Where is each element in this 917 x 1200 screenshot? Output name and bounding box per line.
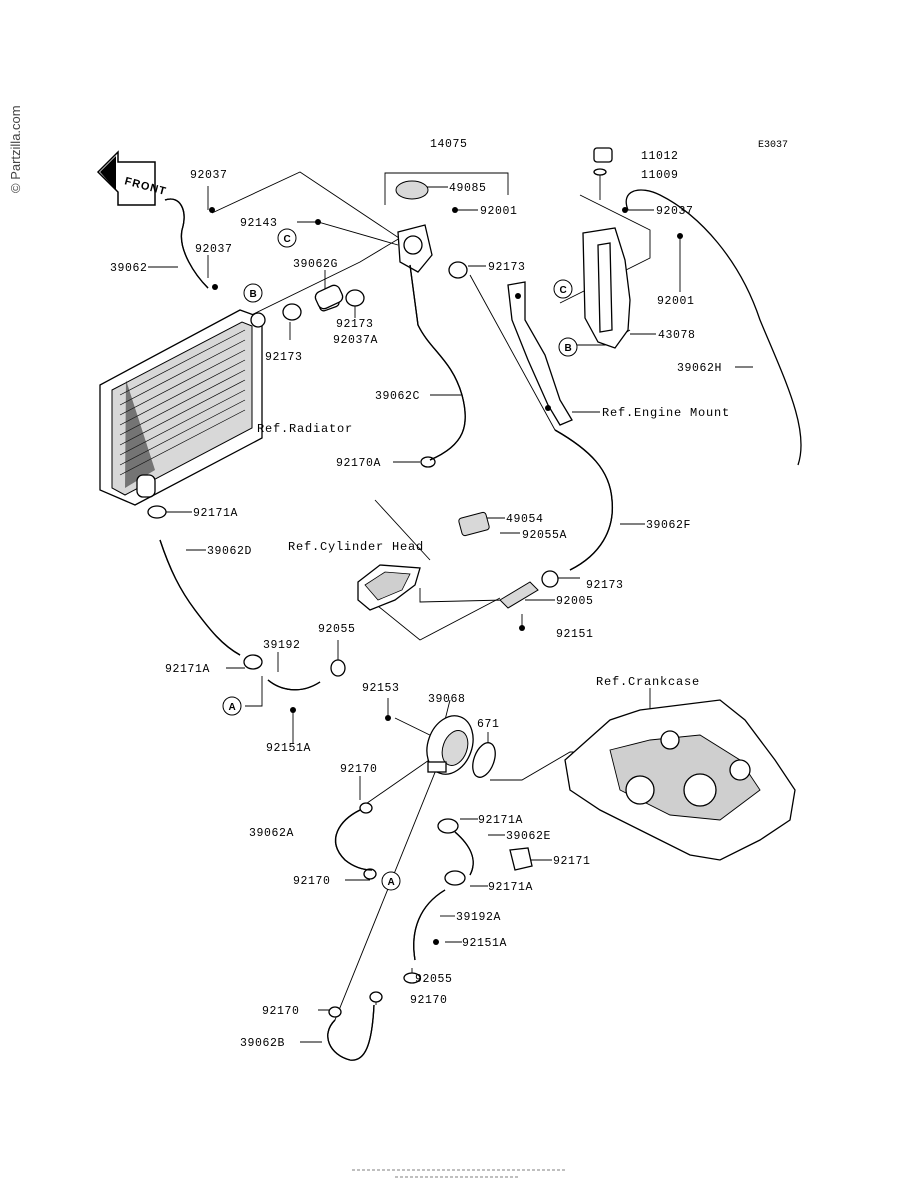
marker-b-label: B bbox=[250, 289, 257, 300]
label-92037-right: 92037 bbox=[656, 205, 694, 218]
label-14075: 14075 bbox=[430, 138, 468, 151]
reservoir-tank bbox=[582, 147, 631, 349]
radiator bbox=[99, 309, 266, 506]
label-92171A-mid: 92171A bbox=[165, 663, 210, 676]
watermark: © Partzilla.com bbox=[8, 105, 23, 193]
label-671: 671 bbox=[477, 718, 500, 731]
label-92001-right: 92001 bbox=[657, 295, 695, 308]
label-92151A-left: 92151A bbox=[266, 742, 311, 755]
label-92151A-lower: 92151A bbox=[462, 937, 507, 950]
label-92170-upper: 92170 bbox=[340, 763, 378, 776]
label-92005: 92005 bbox=[556, 595, 594, 608]
small-parts bbox=[147, 207, 683, 1018]
marker-c-right: C bbox=[553, 279, 573, 299]
marker-c-top: C bbox=[277, 228, 297, 248]
ref-crankcase: Ref.Crankcase bbox=[596, 675, 700, 689]
label-39062F: 39062F bbox=[646, 519, 691, 532]
ref-engine-mount: Ref.Engine Mount bbox=[602, 406, 730, 420]
marker-a-left-label: A bbox=[229, 702, 236, 713]
label-92171: 92171 bbox=[553, 855, 591, 868]
cylinder-head bbox=[357, 564, 421, 611]
label-39062D: 39062D bbox=[207, 545, 252, 558]
label-39062C: 39062C bbox=[375, 390, 420, 403]
label-92173-mid: 92173 bbox=[336, 318, 374, 331]
label-92001-top: 92001 bbox=[480, 205, 518, 218]
label-39062B: 39062B bbox=[240, 1037, 285, 1050]
label-92170-lower-left: 92170 bbox=[262, 1005, 300, 1018]
label-43078: 43078 bbox=[658, 329, 696, 342]
label-92055-upper: 92055 bbox=[318, 623, 356, 636]
label-92170-lower-right: 92170 bbox=[410, 994, 448, 1007]
label-92173-top: 92173 bbox=[488, 261, 526, 274]
label-39062G: 39062G bbox=[293, 258, 338, 271]
label-39192A: 39192A bbox=[456, 911, 501, 924]
label-92037-mid: 92037 bbox=[195, 243, 233, 256]
label-92170A: 92170A bbox=[336, 457, 381, 470]
label-92171A-lower: 92171A bbox=[488, 881, 533, 894]
footer-fine-print bbox=[352, 1169, 565, 1178]
hoses bbox=[159, 189, 802, 1061]
label-92170-mid: 92170 bbox=[293, 875, 331, 888]
label-92055A: 92055A bbox=[522, 529, 567, 542]
label-92153: 92153 bbox=[362, 682, 400, 695]
reference-labels: Ref.Radiator Ref.Engine Mount Ref.Cylind… bbox=[257, 406, 730, 689]
ref-radiator: Ref.Radiator bbox=[257, 422, 353, 436]
crankcase bbox=[564, 699, 796, 861]
label-92037A: 92037A bbox=[333, 334, 378, 347]
label-92037-top: 92037 bbox=[190, 169, 228, 182]
marker-a-bottom-label: A bbox=[388, 877, 395, 888]
part-labels: 14075 49085 92001 92037 92143 92037 3906… bbox=[110, 138, 722, 1050]
label-39062A: 39062A bbox=[249, 827, 294, 840]
label-92171A-top: 92171A bbox=[193, 507, 238, 520]
marker-a-bottom: A bbox=[381, 871, 401, 891]
label-92055-lower: 92055 bbox=[415, 973, 453, 986]
front-arrow-icon: FRONT bbox=[96, 150, 168, 206]
diagram-code: E3037 bbox=[758, 140, 788, 151]
label-92151: 92151 bbox=[556, 628, 594, 641]
label-49085: 49085 bbox=[449, 182, 487, 195]
engine-mount-bracket bbox=[507, 281, 573, 426]
label-39068: 39068 bbox=[428, 693, 466, 706]
ref-cylinder-head: Ref.Cylinder Head bbox=[288, 540, 424, 554]
label-39192: 39192 bbox=[263, 639, 301, 652]
label-92173-left: 92173 bbox=[265, 351, 303, 364]
label-39062E: 39062E bbox=[506, 830, 551, 843]
water-pump bbox=[426, 715, 496, 778]
marker-b-top: B bbox=[243, 283, 263, 303]
marker-b-right-label: B bbox=[565, 343, 572, 354]
label-92173-bottom: 92173 bbox=[586, 579, 624, 592]
label-39062H: 39062H bbox=[677, 362, 722, 375]
label-92171A-right: 92171A bbox=[478, 814, 523, 827]
thermostat-housing bbox=[395, 180, 433, 273]
label-11012: 11012 bbox=[641, 150, 679, 163]
marker-a-left: A bbox=[222, 696, 242, 716]
label-39062: 39062 bbox=[110, 262, 148, 275]
marker-b-right: B bbox=[558, 337, 578, 357]
marker-c-right-label: C bbox=[560, 285, 567, 296]
label-92143: 92143 bbox=[240, 217, 278, 230]
label-11009: 11009 bbox=[641, 169, 679, 182]
marker-c-label: C bbox=[284, 234, 291, 245]
label-49054: 49054 bbox=[506, 513, 544, 526]
